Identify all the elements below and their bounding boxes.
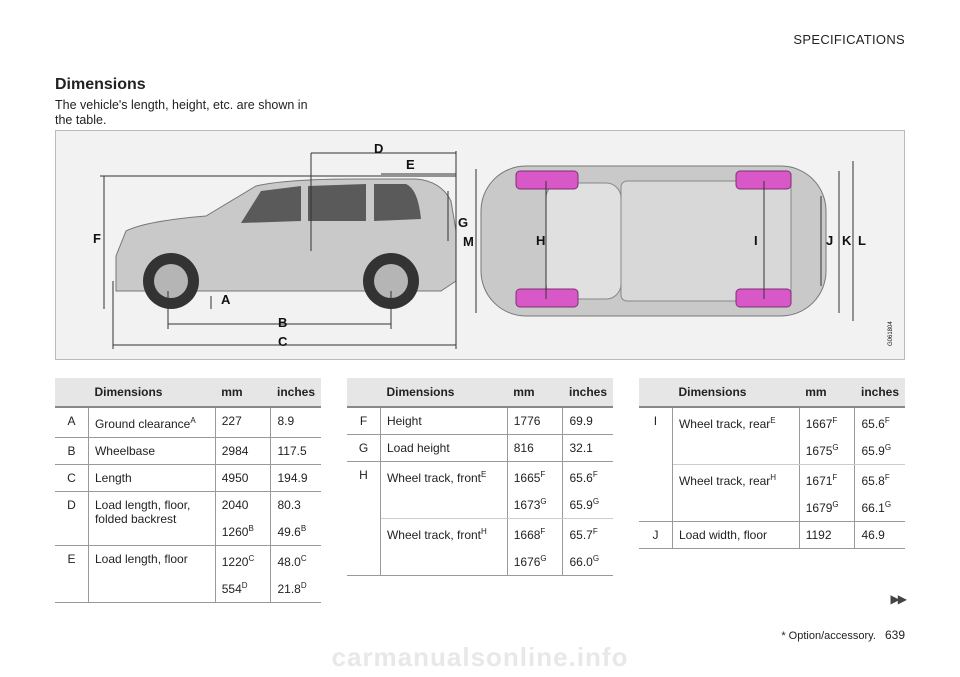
row-mm: 816 — [507, 434, 564, 462]
label-J: J — [826, 233, 833, 248]
car-side-view — [115, 178, 457, 309]
table-row: A Ground clearanceA 227 8.9 — [55, 407, 321, 438]
table-row: G Load height 816 32.1 — [347, 434, 613, 462]
row-key: H — [347, 461, 381, 576]
label-A: A — [221, 292, 231, 307]
row-mm: 1776 — [507, 407, 564, 435]
label-M: M — [463, 234, 474, 249]
row-label: Ground clearanceA — [88, 407, 216, 438]
col-inches: inches — [562, 378, 613, 408]
row-label: Height — [380, 407, 508, 435]
row-mm: 2984 — [215, 437, 272, 465]
row-key: B — [55, 437, 89, 465]
row-inches: 69.9 — [562, 407, 613, 435]
row-mm: 227 — [215, 407, 272, 438]
col-mm: mm — [507, 378, 563, 408]
car-top-view — [480, 165, 827, 317]
row-inches: 32.1 — [562, 434, 613, 462]
intro-text: The vehicle's length, height, etc. are s… — [55, 98, 308, 127]
col-inches: inches — [854, 378, 905, 408]
next-page-arrow-icon[interactable]: ▶▶ — [890, 592, 908, 606]
col-inches: inches — [270, 378, 321, 408]
row-key: C — [55, 464, 89, 492]
col-dimensions: Dimensions — [88, 378, 216, 408]
dimensions-figure: D E F G M A B C H I J K L G061804 — [55, 130, 905, 360]
label-H: H — [536, 233, 545, 248]
table-row: C Length 4950 194.9 — [55, 464, 321, 492]
page-number: 639 — [884, 628, 905, 642]
row-label: Length — [88, 464, 216, 492]
row-key: F — [347, 407, 381, 435]
row-key: J — [639, 521, 673, 549]
row-key: G — [347, 434, 381, 462]
col-mm: mm — [215, 378, 271, 408]
col-dimensions: Dimensions — [380, 378, 508, 408]
label-L: L — [858, 233, 866, 248]
table-row: F Height 1776 69.9 — [347, 407, 613, 435]
section-header: SPECIFICATIONS — [793, 32, 905, 47]
label-C: C — [278, 334, 288, 349]
label-F: F — [93, 231, 101, 246]
row-label: Load length, floor — [88, 545, 216, 603]
label-I: I — [754, 233, 758, 248]
car-dimensions-diagram: D E F G M A B C H I J K L G061804 — [93, 141, 894, 349]
label-K: K — [842, 233, 852, 248]
row-label: Wheel track, frontE — [380, 461, 508, 519]
row-key: E — [55, 545, 89, 603]
table-row: D Load length, floor, folded backrest 20… — [55, 491, 321, 546]
row-mm: 4950 — [215, 464, 272, 492]
label-B: B — [278, 315, 287, 330]
dimension-lines-top — [475, 161, 854, 321]
col-dimensions: Dimensions — [672, 378, 800, 408]
dimension-lines-side — [100, 151, 457, 349]
page-footer: * Option/accessory. 639 — [781, 628, 905, 642]
row-inches: 46.9 — [854, 521, 905, 549]
label-G: G — [458, 215, 468, 230]
row-inches: 8.9 — [270, 407, 321, 438]
row-label: Wheel track, rearE — [672, 407, 800, 465]
row-label: Load height — [380, 434, 508, 462]
row-inches: 117.5 — [270, 437, 321, 465]
footer-note: * Option/accessory. — [781, 630, 876, 642]
page-title: Dimensions — [55, 76, 146, 93]
figure-code: G061804 — [888, 321, 894, 346]
dimensions-table-3: Dimensions mm inches I Wheel track, rear… — [639, 378, 905, 549]
row-label: Wheel track, frontH — [380, 518, 508, 576]
label-D: D — [374, 141, 383, 156]
row-mm: 1192 — [799, 521, 856, 549]
row-key: I — [639, 407, 673, 522]
col-mm: mm — [799, 378, 855, 408]
dimensions-table-1: Dimensions mm inches A Ground clearanceA… — [55, 378, 321, 603]
dimensions-table-2: Dimensions mm inches F Height 1776 69.9 … — [347, 378, 613, 576]
label-E: E — [406, 157, 415, 172]
row-label: Wheelbase — [88, 437, 216, 465]
row-key: A — [55, 407, 89, 438]
watermark: carmanualsonline.info — [331, 642, 629, 672]
table-row: B Wheelbase 2984 117.5 — [55, 437, 321, 465]
row-key: D — [55, 491, 89, 546]
row-label: Load width, floor — [672, 521, 800, 549]
row-label: Load length, floor, folded backrest — [88, 491, 216, 546]
row-inches: 194.9 — [270, 464, 321, 492]
table-row: J Load width, floor 1192 46.9 — [639, 521, 905, 549]
row-label: Wheel track, rearH — [672, 464, 800, 522]
diagram-labels: D E F G M A B C H I J K L G061804 — [93, 141, 894, 349]
